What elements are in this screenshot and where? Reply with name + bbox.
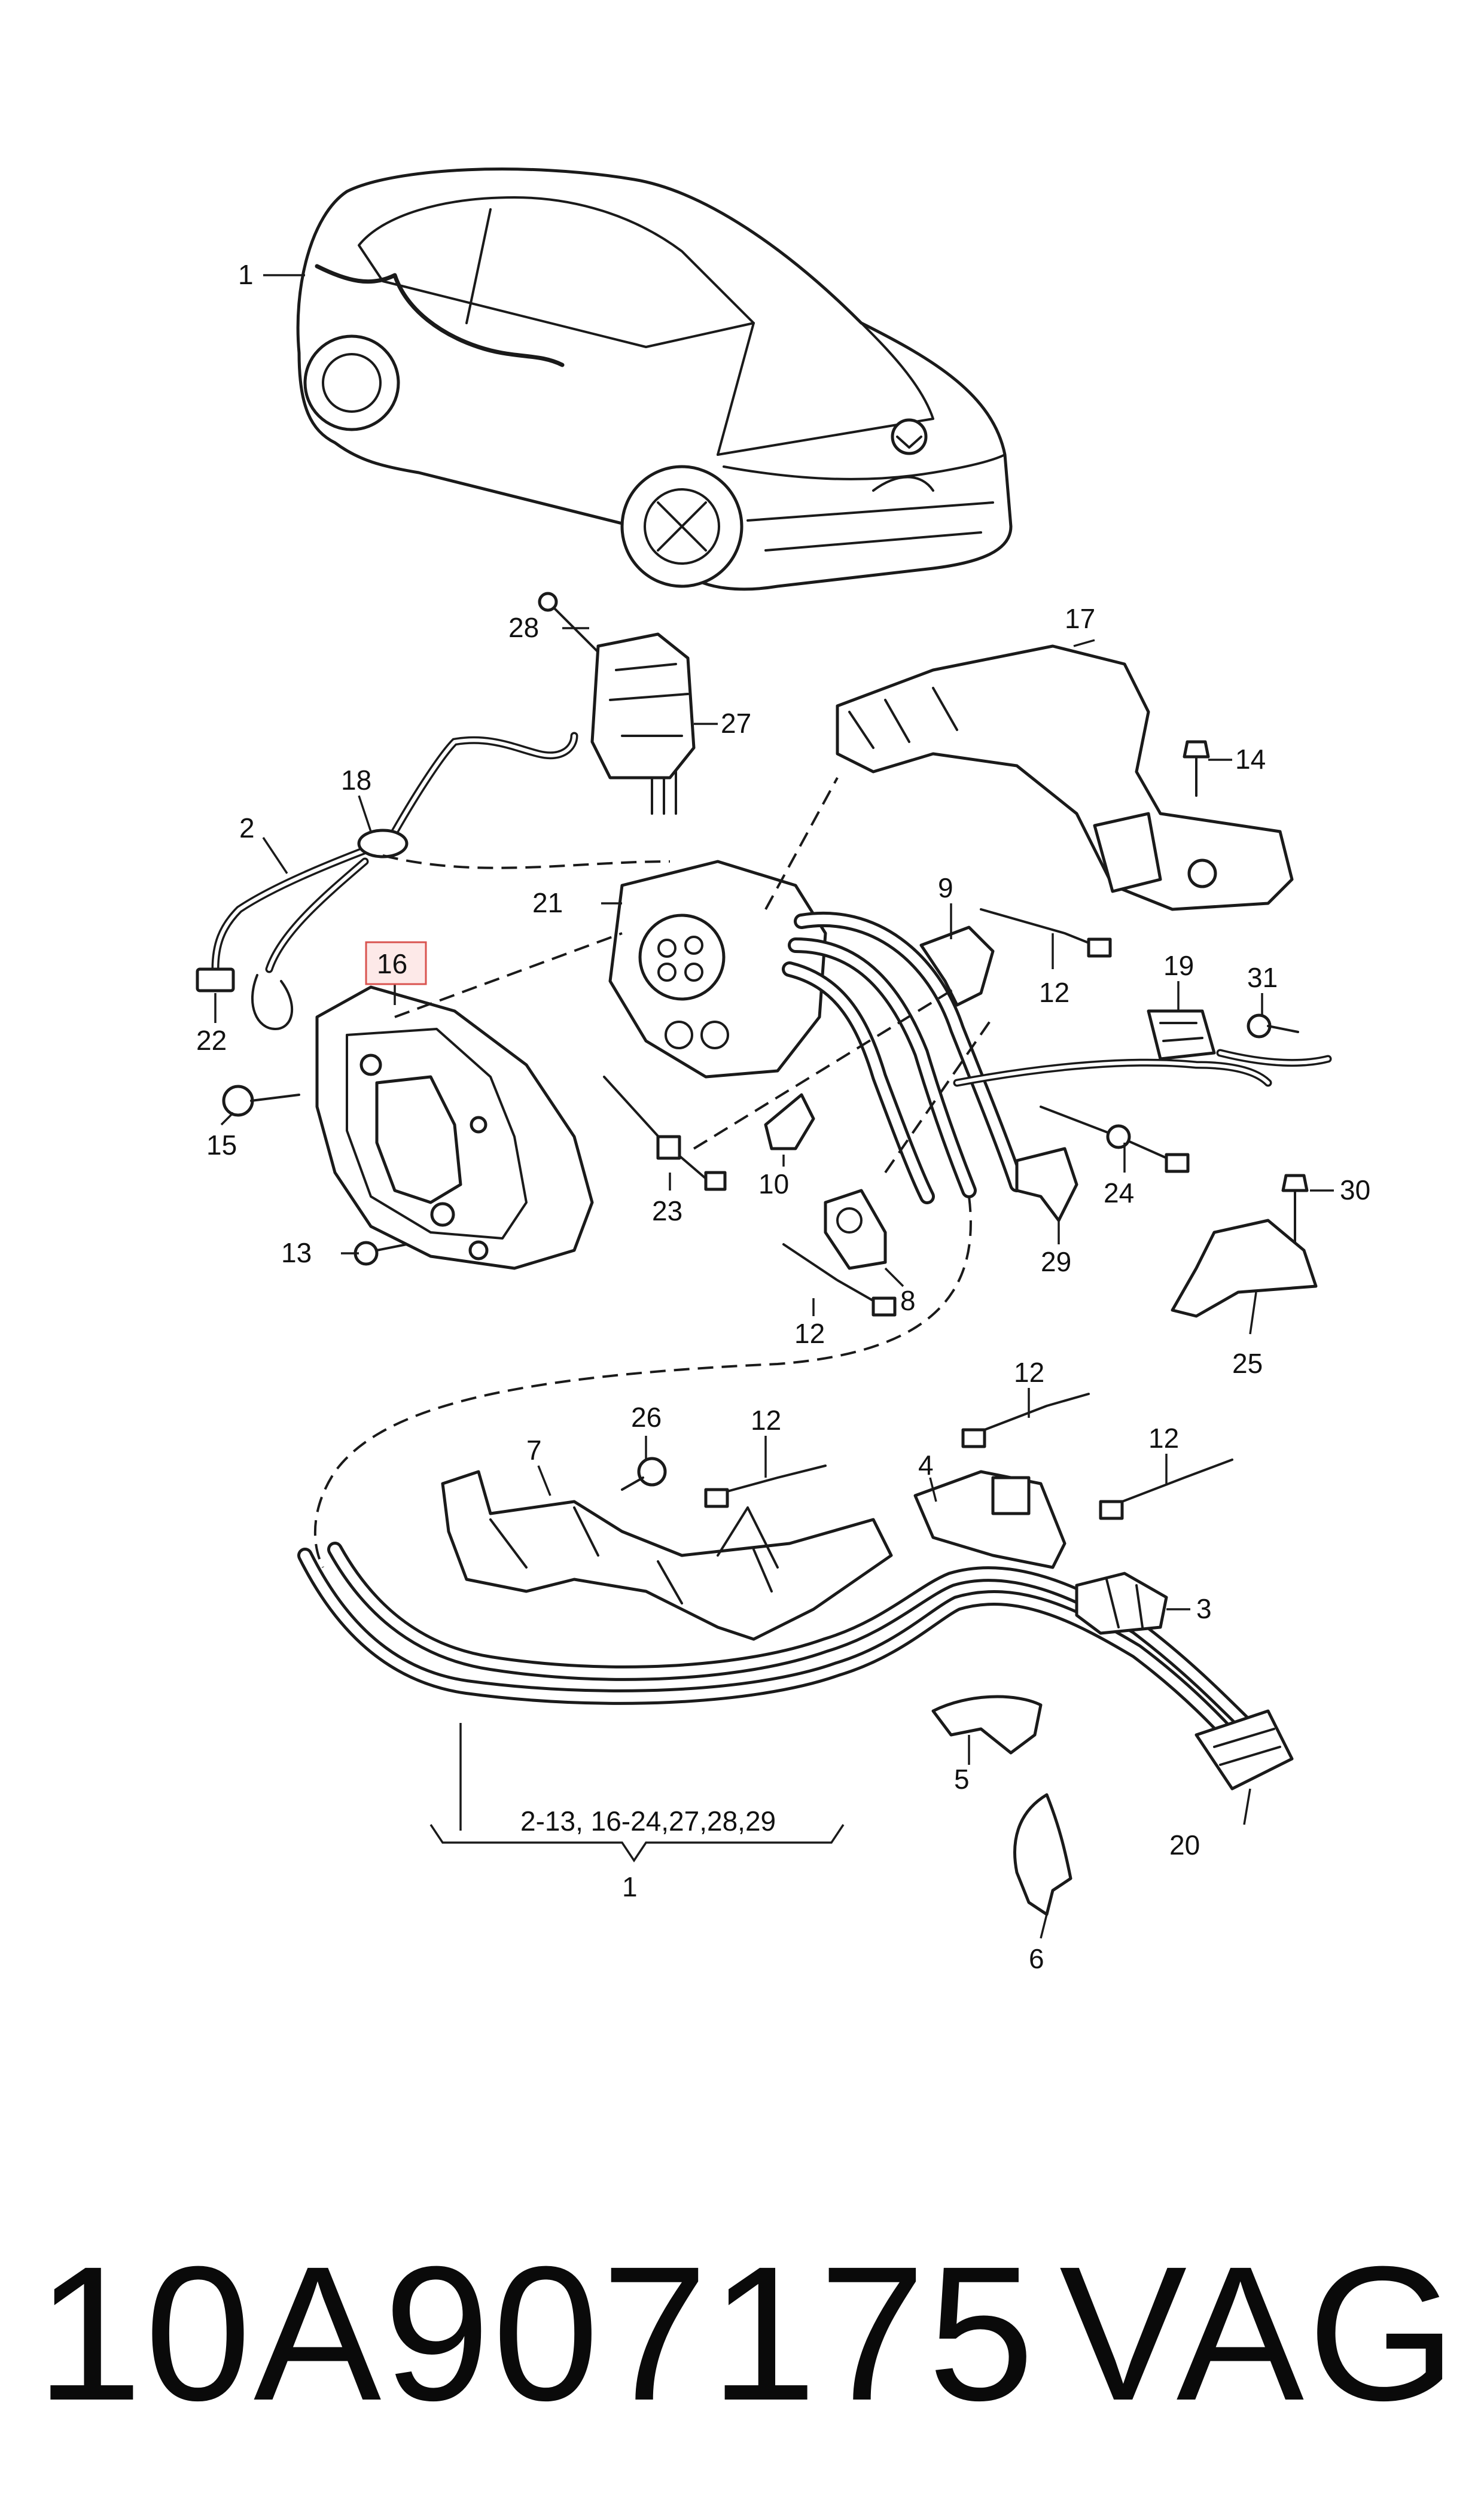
bolt-14 <box>1183 740 1210 797</box>
screw-13 <box>354 1241 408 1266</box>
cable-tie-12-lower-left <box>704 1464 827 1569</box>
part-number: 10A907175 <box>36 2226 1037 2440</box>
socket-plate-16 <box>315 985 594 1270</box>
bolt-31 <box>1247 1013 1299 1039</box>
cover-6 <box>1013 1793 1072 1916</box>
bracket-4 <box>913 1470 1066 1569</box>
callout-6: 6 <box>1029 1943 1044 1974</box>
callout-12e: 12 <box>1148 1423 1179 1454</box>
car-illustration <box>296 168 1013 591</box>
group-label: 2-13, 16-24,27,28,29 <box>520 1805 776 1837</box>
callout-18: 18 <box>341 765 371 796</box>
callout-13: 13 <box>281 1237 312 1268</box>
footer: 10A907175 VAG <box>0 2208 1484 2459</box>
callout-30: 30 <box>1340 1174 1370 1205</box>
charging-socket-21 <box>608 860 827 1079</box>
assembly-lines <box>313 777 994 1568</box>
group-bracket <box>429 1723 845 1863</box>
cable-tie-24 <box>1040 1106 1190 1173</box>
screw-15 <box>222 1085 300 1117</box>
cable-tie-12-mid <box>782 1243 897 1317</box>
cable-tie-23 <box>603 1076 727 1191</box>
callout-12c: 12 <box>751 1405 781 1436</box>
housing-17 <box>836 644 1294 911</box>
callout-5: 5 <box>954 1764 970 1795</box>
callout-4: 4 <box>918 1450 934 1481</box>
callout-1: 1 <box>238 259 254 290</box>
clip-8 <box>824 1189 887 1270</box>
callout-21: 21 <box>532 887 563 918</box>
exploded-parts-diagram: 1 2 3 4 5 6 7 8 9 10 12 12 12 12 12 13 1… <box>196 168 1370 1974</box>
callout-31: 31 <box>1247 962 1278 993</box>
callout-8: 8 <box>900 1285 916 1316</box>
clip-10 <box>764 1093 815 1150</box>
clip-3 <box>1075 1572 1168 1635</box>
callout-2: 2 <box>239 812 255 844</box>
callout-12b: 12 <box>794 1318 825 1349</box>
callout-14: 14 <box>1235 744 1266 775</box>
bracket-27 <box>538 592 696 815</box>
callout-22: 22 <box>196 1025 227 1056</box>
callout-15: 15 <box>206 1129 237 1161</box>
cable-duct-7 <box>441 1470 893 1641</box>
cover-5 <box>931 1695 1043 1755</box>
callout-27: 27 <box>721 708 751 739</box>
callout-10: 10 <box>758 1168 789 1199</box>
cable-tie-12-upper <box>980 908 1112 958</box>
cable-tie-12-lower-right <box>1099 1459 1233 1520</box>
callout-25: 25 <box>1232 1348 1263 1379</box>
leader-lines <box>214 274 1334 1939</box>
callout-9: 9 <box>938 872 953 903</box>
callout-3: 3 <box>1196 1593 1212 1624</box>
brand-name: VAG <box>1059 2226 1460 2440</box>
callout-29: 29 <box>1041 1246 1071 1277</box>
high-voltage-cables <box>782 911 1332 1204</box>
callout-12a: 12 <box>1039 977 1069 1008</box>
callout-26: 26 <box>631 1402 662 1433</box>
callout-19: 19 <box>1163 950 1194 981</box>
bolt-26 <box>621 1457 667 1491</box>
callout-28: 28 <box>508 612 539 643</box>
callout-1b: 1 <box>622 1871 638 1902</box>
bracket-29 <box>1015 1147 1078 1222</box>
callout-7: 7 <box>526 1435 542 1466</box>
bracket-25 <box>1171 1219 1318 1318</box>
callout-12d: 12 <box>1014 1357 1044 1388</box>
callout-16: 16 <box>377 948 407 979</box>
highlight-box-16 <box>365 941 427 985</box>
callout-24: 24 <box>1104 1177 1134 1208</box>
callout-17: 17 <box>1065 603 1095 634</box>
callout-labels: 1 2 3 4 5 6 7 8 9 10 12 12 12 12 12 13 1… <box>196 259 1370 1974</box>
cable-tie-12-lower-mid <box>961 1393 1090 1448</box>
callout-23: 23 <box>652 1195 682 1226</box>
callout-20: 20 <box>1169 1829 1200 1861</box>
connector-19 <box>1147 1009 1216 1061</box>
clip-9 <box>919 925 995 1007</box>
